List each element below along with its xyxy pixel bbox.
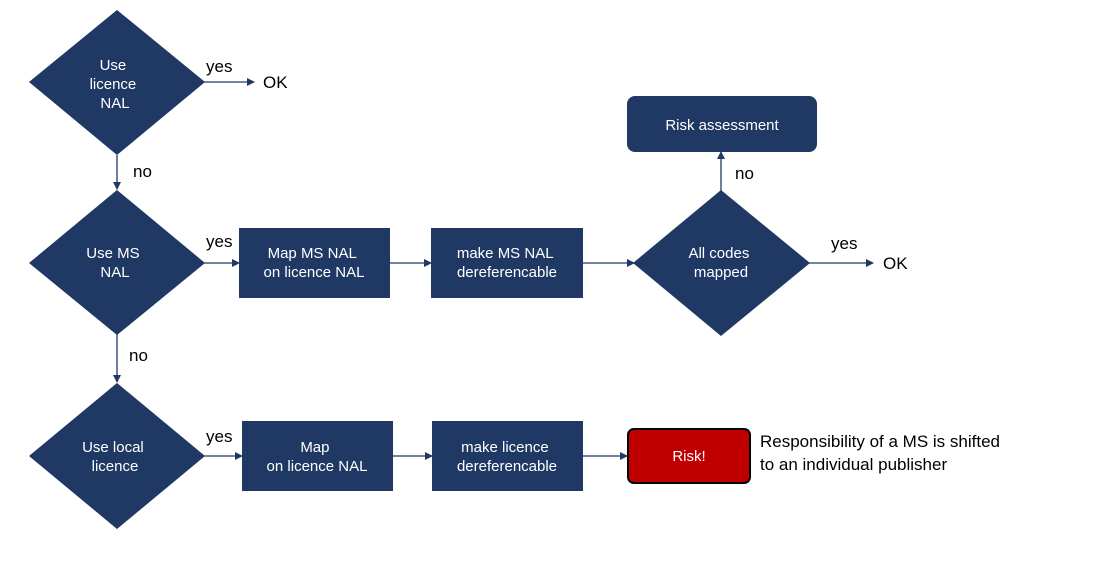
terminals: OK OK [263, 73, 908, 273]
edge-label-no: no [129, 346, 148, 365]
terminal-ok: OK [883, 254, 908, 273]
edge-label-yes: yes [206, 427, 232, 446]
edge-label-yes: yes [206, 57, 232, 76]
node-text-line: dereferencable [457, 458, 557, 475]
node-text-line: Map MS NAL [268, 245, 357, 262]
node-text-line: Risk assessment [665, 117, 779, 134]
svg-text:All codes mapped: All codes mapped [688, 245, 753, 281]
process-risk: Risk! [627, 428, 751, 484]
decision-all-codes-mapped: All codes mapped [633, 190, 810, 336]
node-text-line: Use [100, 57, 127, 74]
node-text-line: Use local [82, 439, 144, 456]
svg-text:Use local licence: Use local licence [82, 439, 148, 475]
node-text-line: All codes [688, 245, 749, 262]
edge-label-no: no [133, 162, 152, 181]
node-text-line: NAL [100, 264, 129, 281]
node-text-line: make licence [461, 439, 549, 456]
svg-text:Map on licence NAL: Map on licence NAL [267, 439, 368, 475]
process-map-on-licence-nal: Map on licence NAL [242, 421, 393, 491]
node-text-line: NAL [100, 95, 129, 112]
edge-label-no: no [735, 164, 754, 183]
svg-text:Map MS NAL on licence NA: Map MS NAL on licence NAL [264, 245, 365, 281]
node-text-line: licence [92, 458, 139, 475]
node-text-line: make MS NAL [457, 245, 553, 262]
edge-labels: yes no yes no yes yes no [129, 57, 857, 446]
svg-text:make licence dereferenca: make licence dereferencable [457, 439, 557, 475]
process-make-licence-dereferencable: make licence dereferencable [432, 421, 583, 491]
node-text-line: Risk! [672, 448, 705, 465]
node-text-line: Use MS [86, 245, 139, 262]
svg-text:Risk!: Risk! [672, 448, 705, 465]
process-make-ms-nal-dereferencable: make MS NAL dereferencable [431, 228, 583, 298]
svg-text:make MS NAL dereferencab: make MS NAL dereferencable [457, 245, 557, 281]
svg-text:Use licence NAL: Use licence NAL [90, 57, 141, 112]
risk-note-line: to an individual publisher [760, 455, 947, 474]
decision-use-ms-nal: Use MS NAL [29, 190, 205, 335]
node-text-line: mapped [694, 264, 748, 281]
edge-label-yes: yes [831, 234, 857, 253]
node-text-line: on licence NAL [264, 264, 365, 281]
process-risk-assessment: Risk assessment [627, 96, 817, 152]
node-text-line: on licence NAL [267, 458, 368, 475]
node-text-line: dereferencable [457, 264, 557, 281]
svg-text:Use MS NAL: Use MS NAL [86, 245, 144, 281]
connectors [113, 78, 874, 460]
risk-note: Responsibility of a MS is shifted to an … [760, 432, 1005, 474]
process-map-ms-nal: Map MS NAL on licence NAL [239, 228, 390, 298]
node-text-line: Map [300, 439, 329, 456]
terminal-ok: OK [263, 73, 288, 92]
decision-use-local-licence: Use local licence [29, 383, 205, 529]
svg-text:Risk assessment: Risk assessment [665, 117, 779, 134]
risk-note-line: Responsibility of a MS is shifted [760, 432, 1000, 451]
edge-label-yes: yes [206, 232, 232, 251]
node-text-line: licence [90, 76, 137, 93]
decision-use-licence-nal: Use licence NAL [29, 10, 205, 155]
